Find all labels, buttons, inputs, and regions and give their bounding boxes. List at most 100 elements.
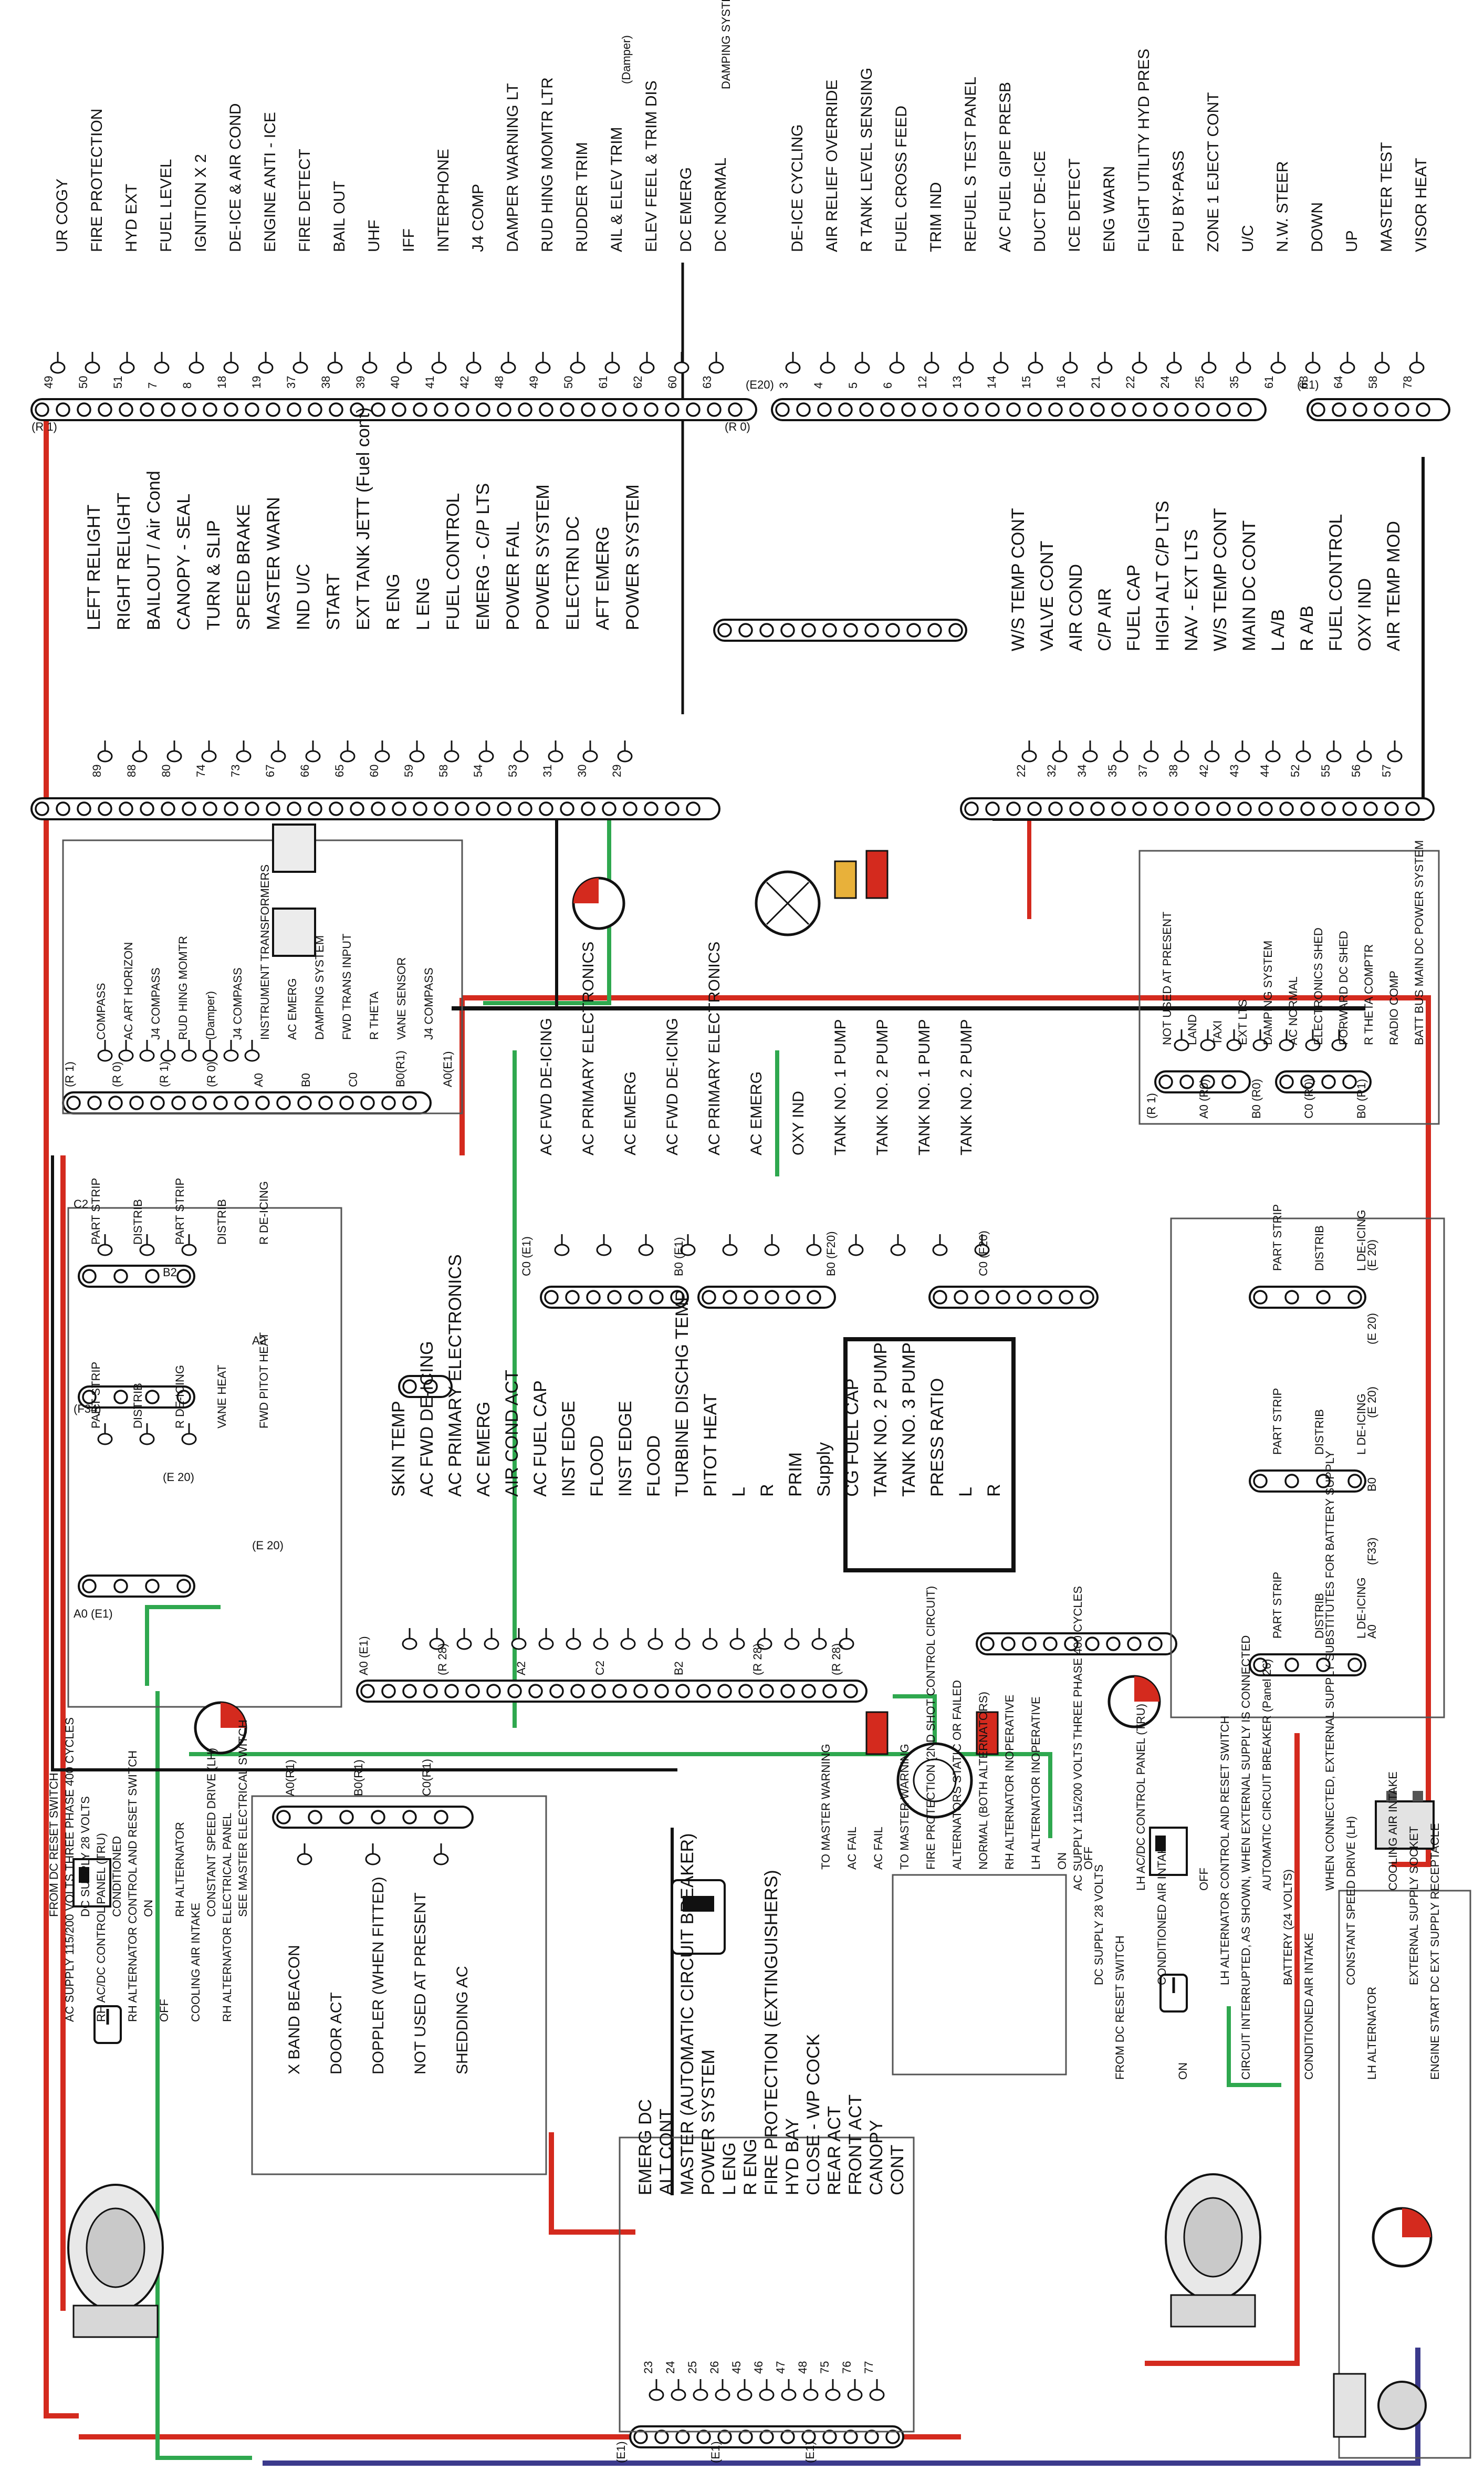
circuit-breaker — [784, 1628, 800, 1650]
circuit-breaker — [119, 352, 135, 374]
circuit-label: VALVE CONT — [1037, 541, 1057, 651]
connector-dot — [82, 1269, 97, 1284]
connector-dot — [1132, 402, 1147, 417]
circuit-breaker — [671, 2379, 686, 2401]
de-icing-label: PART STRIP — [1271, 1388, 1284, 1455]
circuit-breaker — [1062, 352, 1078, 374]
circuit-label: CANOPY - SEAL — [174, 494, 194, 630]
connector-dot — [82, 1579, 97, 1593]
connector-dot — [245, 801, 259, 816]
connector-dot — [245, 402, 259, 417]
connector-dot — [738, 623, 753, 638]
connector-dot — [864, 2430, 879, 2444]
circuit-label: IFF — [400, 228, 417, 252]
circuit-number: 44 — [1258, 765, 1271, 777]
circuit-number: 39 — [354, 376, 367, 389]
circuit-label: DOWN — [1309, 202, 1326, 252]
connector-dot — [843, 1684, 858, 1698]
circuit-number: 12 — [916, 376, 929, 389]
circuit-number: 31 — [541, 765, 554, 777]
circuit-number: 24 — [1158, 376, 1172, 389]
circuit-breaker — [201, 741, 217, 763]
connector-dot — [717, 623, 732, 638]
connector-dot — [948, 623, 963, 638]
connector-dot — [1253, 1657, 1268, 1672]
bus-tag: B0 (F20) — [824, 1231, 838, 1276]
lower-mid-label: CANOPY — [866, 2120, 886, 2195]
connector-dot — [1363, 801, 1378, 816]
circuit-label: ZONE 1 EJECT CONT — [1205, 92, 1222, 252]
lower-center-label: NORMAL (BOTH ALTERNATORS) — [977, 1692, 990, 1870]
bus-tag: C0 — [347, 1072, 360, 1087]
connector-dot — [1347, 1474, 1362, 1488]
circuit-label: U/C — [1239, 225, 1257, 252]
lower-left-label: DC SUPPLY 28 VOLTS — [79, 1796, 92, 1917]
connector-dot — [465, 1684, 480, 1698]
connector-dot — [182, 402, 196, 417]
connector-dot — [329, 801, 343, 816]
a0-long-strip — [356, 1680, 868, 1703]
ac-label: L — [956, 1487, 976, 1497]
circuit-number: 60 — [666, 376, 679, 389]
ac-label: AC PRIMARY ELECTRONICS — [445, 1254, 465, 1497]
circuit-label: FIRE PROTECTION — [88, 109, 106, 252]
connector-dot — [922, 402, 937, 417]
connector-dot — [77, 801, 91, 816]
circuit-number: 49 — [527, 376, 540, 389]
circuit-label: RIGHT RELIGHT — [114, 493, 134, 630]
lower-right-label: OFF — [1197, 1868, 1210, 1891]
connector-dot — [1001, 1636, 1016, 1651]
ext-lts-label: ELECTRONICS SHED — [1312, 927, 1325, 1045]
circuit-label: RUDDER TRIM — [573, 142, 591, 252]
connector-dot — [528, 1684, 543, 1698]
instrument-label: VANE SENSOR — [395, 957, 408, 1040]
connector-dot — [1111, 402, 1126, 417]
connector-dot — [759, 2430, 774, 2444]
panel-frames — [62, 839, 1471, 2459]
shed-ac-label: DOOR ACT — [328, 1992, 345, 2074]
bus-tag: B0 — [299, 1073, 312, 1087]
connector-dot — [1022, 1636, 1037, 1651]
circuit-breaker — [757, 1628, 772, 1650]
bus-tag: (R 0) — [725, 420, 750, 433]
bus-tag: (R 28) — [751, 1643, 764, 1675]
circuit-breaker — [500, 352, 516, 374]
lower-mid-label: ALT CONT — [656, 2109, 676, 2195]
circuit-number: 65 — [333, 765, 346, 777]
connector-dot — [1374, 402, 1388, 417]
bus-tag: A0 (R0) — [1197, 1079, 1210, 1119]
relay — [181, 1234, 197, 1256]
lower-right-label: COOLING AIR INTAKE — [1386, 1771, 1399, 1891]
connector-dots — [35, 352, 1430, 2444]
connector-dot — [985, 801, 1000, 816]
circuit-breaker — [1166, 352, 1182, 374]
ext-lts-label: TAXI — [1211, 1020, 1224, 1045]
connector-dot — [975, 1290, 989, 1305]
circuit-label: IGNITION X 2 — [192, 154, 210, 252]
lower-mid-label: EMERG DC — [635, 2099, 655, 2195]
circuit-breaker — [270, 741, 286, 763]
circuit-breaker — [570, 352, 586, 374]
connector-dot — [1158, 1075, 1173, 1089]
circuit-breaker — [1113, 741, 1128, 763]
connector-dot — [822, 623, 837, 638]
circuit-breaker — [932, 1234, 948, 1256]
bus-tag: A0(R1) — [284, 1759, 297, 1796]
circuit-breaker — [582, 741, 598, 763]
connector-dot — [161, 402, 175, 417]
connector-dot — [838, 402, 853, 417]
connector-dot — [1279, 801, 1294, 816]
bus-tag: (R 28) — [436, 1643, 449, 1675]
circuit-number: 3 — [777, 382, 790, 389]
connector-dot — [423, 1684, 438, 1698]
lower-mid-label: R ENG — [740, 2139, 760, 2195]
circuit-breaker — [1331, 1029, 1347, 1051]
ac-fail-lamp-left — [865, 1711, 889, 1755]
bus-tag: (E1) — [803, 2441, 817, 2463]
bus-tag: (E20) — [746, 378, 774, 391]
circuit-number: 38 — [1167, 765, 1180, 777]
connector-dot — [486, 1684, 501, 1698]
connector-dot — [560, 402, 574, 417]
lower-right-label: ENGINE START DC EXT SUPPLY RECEPTACLE — [1428, 1823, 1441, 2080]
